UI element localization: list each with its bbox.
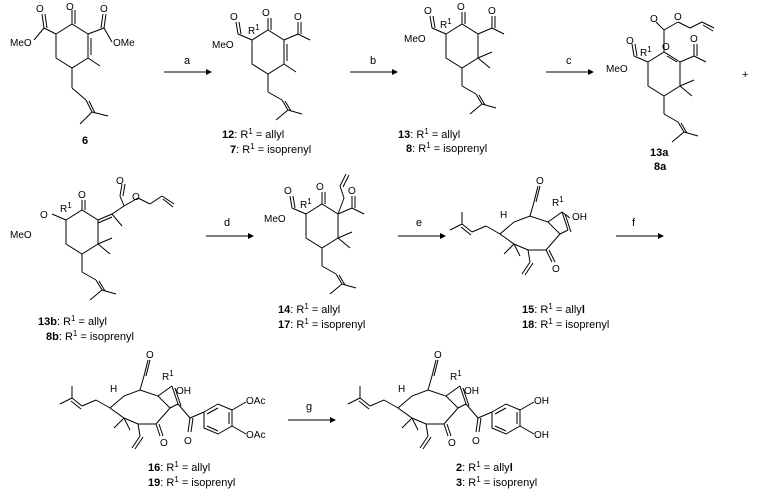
step-f-label: f bbox=[632, 217, 636, 229]
atom-r1-16: R1 bbox=[162, 369, 174, 383]
atom-o-13a-b: O bbox=[662, 42, 670, 53]
atom-o-12c: O bbox=[294, 12, 302, 23]
label-3: 3: R1 = isoprenyl bbox=[456, 475, 537, 489]
atom-o-2b: O bbox=[472, 436, 480, 447]
atom-oh-2c: OH bbox=[534, 430, 549, 441]
atom-o-16c: O bbox=[160, 438, 168, 449]
atom-r1-14: R1 bbox=[300, 197, 312, 211]
structure-2 bbox=[347, 359, 535, 450]
atom-o-6: O bbox=[66, 2, 74, 13]
structure-15 bbox=[449, 185, 572, 276]
structure-13a bbox=[631, 21, 715, 143]
atom-oh-2: OH bbox=[464, 386, 479, 397]
atom-o-13a-e: O bbox=[690, 34, 698, 45]
atom-o-13b-c: O bbox=[116, 176, 124, 187]
label-19: 19: R1 = isoprenyl bbox=[148, 475, 235, 489]
step-a-label: a bbox=[184, 55, 191, 67]
atom-o-14c: O bbox=[348, 186, 356, 197]
atom-o-14b: O bbox=[316, 182, 324, 193]
label-17: 17: R1 = isoprenyl bbox=[278, 317, 365, 331]
label-18: 18: R1 = isoprenyl bbox=[522, 317, 609, 331]
label-13a: 13a bbox=[650, 147, 669, 159]
atom-o-13b-b: O bbox=[78, 190, 86, 201]
atom-o-13b-d: O bbox=[132, 192, 140, 203]
structure-12 bbox=[235, 18, 311, 121]
label-7: 7: R1 = isoprenyl bbox=[230, 142, 311, 156]
atom-o-2: O bbox=[434, 350, 442, 361]
atom-oh-15: OH bbox=[572, 212, 587, 223]
atom-h-16: H bbox=[110, 384, 117, 395]
atom-o-13b: O bbox=[457, 2, 465, 13]
step-d-label: d bbox=[224, 217, 230, 229]
atom-meo-13: MeO bbox=[404, 34, 426, 45]
label-6: 6 bbox=[82, 135, 88, 147]
atom-r1-12: R1 bbox=[248, 23, 260, 37]
label-13: 13: R1 = allyl bbox=[398, 127, 460, 141]
atom-o-16: O bbox=[146, 350, 154, 361]
label-8a: 8a bbox=[654, 161, 667, 173]
label-8: 8: R1 = isoprenyl bbox=[406, 141, 487, 155]
atom-o-13a-d: O bbox=[674, 12, 682, 23]
label-8b: 8b: R1 = isoprenyl bbox=[46, 329, 134, 343]
atom-o-15: O bbox=[536, 176, 544, 187]
atom-o-13a: O bbox=[626, 36, 634, 47]
atom-o-16b: O bbox=[184, 436, 192, 447]
atom-o-13a-c: O bbox=[650, 14, 658, 25]
atom-o-6b: O bbox=[36, 4, 44, 15]
atom-meo-12: MeO bbox=[212, 40, 234, 51]
atom-oac-16: OAc bbox=[246, 396, 265, 407]
step-g-label: g bbox=[306, 401, 312, 413]
atom-o-12: O bbox=[230, 12, 238, 23]
atom-o-6c: O bbox=[100, 4, 108, 15]
label-12: 12: R1 = allyl bbox=[222, 127, 284, 141]
atom-o-15b: O bbox=[552, 264, 560, 275]
atom-ome-6: OMe bbox=[113, 38, 135, 49]
step-e-label: e bbox=[416, 217, 422, 229]
atom-o-14: O bbox=[284, 186, 292, 197]
atom-oh-2b: OH bbox=[534, 396, 549, 407]
atom-h-15: H bbox=[500, 210, 507, 221]
plus-sign: + bbox=[742, 69, 748, 81]
label-13b: 13b: R1 = allyl bbox=[38, 314, 107, 328]
atom-meo-14: MeO bbox=[264, 214, 286, 225]
atom-r1-15: R1 bbox=[552, 195, 564, 209]
step-b-label: b bbox=[370, 55, 376, 67]
atom-r1-13b: R1 bbox=[60, 201, 72, 215]
atom-h-2: H bbox=[398, 384, 405, 395]
atom-o-12b: O bbox=[262, 8, 270, 19]
atom-r1-13: R1 bbox=[440, 17, 452, 31]
structure-6 bbox=[33, 10, 113, 125]
atom-o-13: O bbox=[424, 6, 432, 17]
atom-o-13b: O bbox=[40, 210, 48, 221]
atom-r1-2: R1 bbox=[450, 369, 462, 383]
structure-16 bbox=[59, 359, 247, 450]
structure-13b bbox=[51, 183, 175, 301]
atom-oac-16b: OAc bbox=[246, 430, 265, 441]
atom-o-2c: O bbox=[448, 438, 456, 449]
label-16: 16: R1 = allyl bbox=[148, 460, 210, 474]
label-2: 2: R1 = allyl bbox=[456, 460, 513, 474]
atom-meo-6: MeO bbox=[10, 38, 32, 49]
atom-o-13c: O bbox=[488, 6, 496, 17]
atom-r1-13a: R1 bbox=[640, 45, 652, 59]
label-15: 15: R1 = allyl bbox=[522, 302, 585, 316]
atom-oh-16: OH bbox=[176, 386, 191, 397]
structure-14 bbox=[289, 173, 365, 295]
label-14: 14: R1 = allyl bbox=[278, 302, 340, 316]
atom-meo-13a: MeO bbox=[606, 64, 628, 75]
step-c-label: c bbox=[566, 55, 572, 67]
structure-13 bbox=[429, 12, 505, 115]
atom-meo-13b: MeO bbox=[10, 230, 32, 241]
